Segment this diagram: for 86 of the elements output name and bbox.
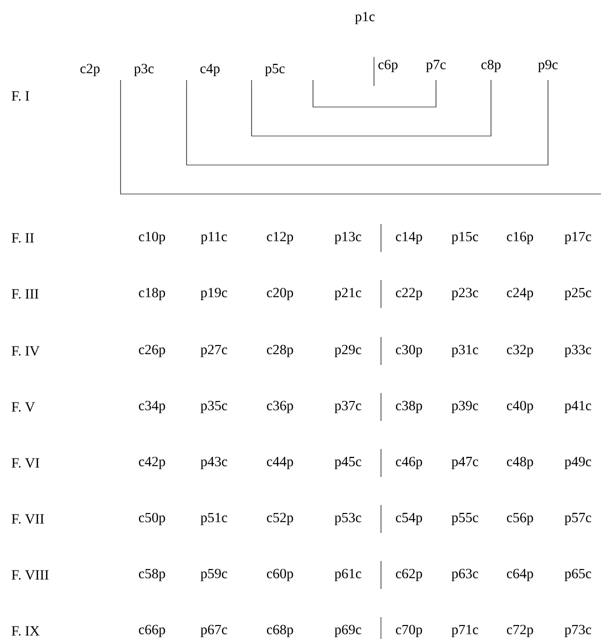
fold-label: p65c: [564, 568, 592, 582]
fold-label: c62p: [396, 568, 422, 582]
row-label: F. II: [12, 233, 34, 243]
fold-label: p69c: [334, 624, 362, 638]
row-label: F. I: [12, 91, 30, 101]
fold-label: c24p: [506, 288, 534, 300]
fold-label: c72p: [506, 624, 534, 638]
row-label: F. V: [12, 402, 35, 412]
fold-label: p13c: [334, 232, 362, 244]
row-label: F. IV: [12, 346, 40, 356]
fold-label: p31c: [452, 344, 478, 358]
fold-label: c2p: [80, 64, 100, 76]
fold-label: c50p: [138, 512, 166, 526]
fold-label: p19c: [200, 288, 228, 300]
fold-label: c8p: [481, 60, 501, 72]
fold-label: c40p: [506, 400, 534, 414]
fold-label: p9c: [538, 60, 558, 72]
fold-label: c6p: [378, 60, 398, 72]
row-label: F. VII: [12, 514, 44, 524]
row-label: F. IX: [12, 626, 40, 636]
fold-label: p11c: [200, 232, 227, 244]
fold-label: p67c: [200, 624, 228, 638]
fold-label: p23c: [452, 288, 478, 300]
fold-label: c54p: [396, 512, 422, 526]
bracket-line: [251, 80, 492, 136]
fold-label: c52p: [266, 512, 294, 526]
fold-label: p73c: [564, 624, 592, 638]
fold-label: p61c: [334, 568, 362, 582]
fold-label: p49c: [564, 456, 592, 470]
fold-label: c12p: [266, 232, 294, 244]
fold-label: p25c: [564, 288, 592, 300]
fold-label: c22p: [396, 288, 422, 300]
fold-label: p39c: [452, 400, 478, 414]
fold-label: p29c: [334, 344, 362, 358]
fold-label: c10p: [138, 232, 166, 244]
fold-label: c4p: [200, 64, 220, 76]
bracket-line: [186, 80, 548, 166]
fold-label: c30p: [396, 344, 422, 358]
fold-label: p37c: [334, 400, 362, 414]
fold-label: c14p: [396, 232, 422, 244]
fold-label: c42p: [138, 456, 166, 470]
fold-label: p7c: [426, 60, 446, 72]
fold-label: c68p: [266, 624, 294, 638]
fold-label: c60p: [266, 568, 294, 582]
fold-label: p53c: [334, 512, 362, 526]
fold-label: c44p: [266, 456, 294, 470]
fold-label: c58p: [138, 568, 166, 582]
fold-label: p57c: [564, 512, 592, 526]
fold-label: p51c: [200, 512, 228, 526]
row-label: F. III: [12, 289, 38, 299]
fold-label: c18p: [138, 288, 166, 300]
fold-label: c28p: [266, 344, 294, 358]
fold-label: p47c: [452, 456, 478, 470]
fold-label: p3c: [134, 64, 154, 76]
row-label: F. VIII: [12, 570, 49, 580]
fold-label: p43c: [200, 456, 228, 470]
fold-label: p27c: [200, 344, 228, 358]
fold-label: c56p: [506, 512, 534, 526]
bracket-line: [120, 80, 601, 194]
fold-label: p59c: [200, 568, 228, 582]
fold-label: c70p: [396, 624, 422, 638]
fold-label: p35c: [200, 400, 228, 414]
fold-label: p17c: [564, 232, 592, 244]
fold-label: c64p: [506, 568, 534, 582]
fold-label: p41c: [564, 400, 592, 414]
row-label: F. VI: [12, 458, 40, 468]
fold-label: c66p: [138, 624, 166, 638]
fold-label: p55c: [452, 512, 478, 526]
fold-label: p21c: [334, 288, 362, 300]
fold-label: c16p: [506, 232, 534, 244]
fold-label: p71c: [452, 624, 478, 638]
fold-label: p1c: [355, 12, 375, 24]
fold-label: c32p: [506, 344, 534, 358]
fold-label: p15c: [452, 232, 478, 244]
fold-label: c46p: [396, 456, 422, 470]
fold-label: p5c: [265, 64, 285, 76]
bracket-line: [312, 80, 436, 108]
fold-label: c36p: [266, 400, 294, 414]
fold-label: c38p: [396, 400, 422, 414]
fold-label: p63c: [452, 568, 478, 582]
fold-label: c34p: [138, 400, 166, 414]
fold-label: c48p: [506, 456, 534, 470]
fold-label: p45c: [334, 456, 362, 470]
fold-label: c26p: [138, 344, 166, 358]
fold-label: c20p: [266, 288, 294, 300]
fold-label: p33c: [564, 344, 592, 358]
